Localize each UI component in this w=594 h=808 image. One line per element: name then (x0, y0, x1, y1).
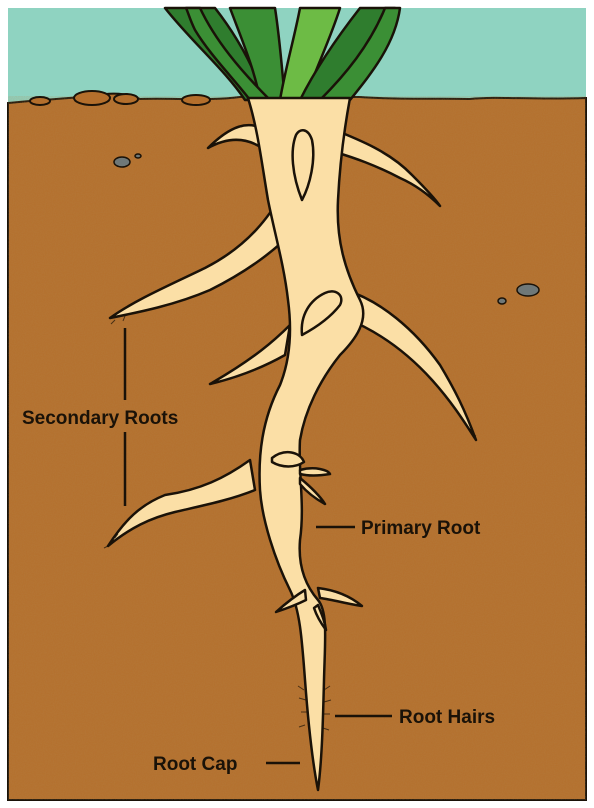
secondary-root (300, 468, 330, 475)
root-hairs-label: Root Hairs (399, 707, 495, 728)
secondary-root (272, 452, 304, 466)
stone (498, 298, 506, 304)
stone (135, 154, 141, 158)
root-cap-label: Root Cap (153, 754, 237, 775)
primary-root-label: Primary Root (361, 518, 481, 539)
secondary-roots-label: Secondary Roots (22, 408, 178, 429)
stone (517, 284, 539, 296)
stone (114, 157, 130, 167)
